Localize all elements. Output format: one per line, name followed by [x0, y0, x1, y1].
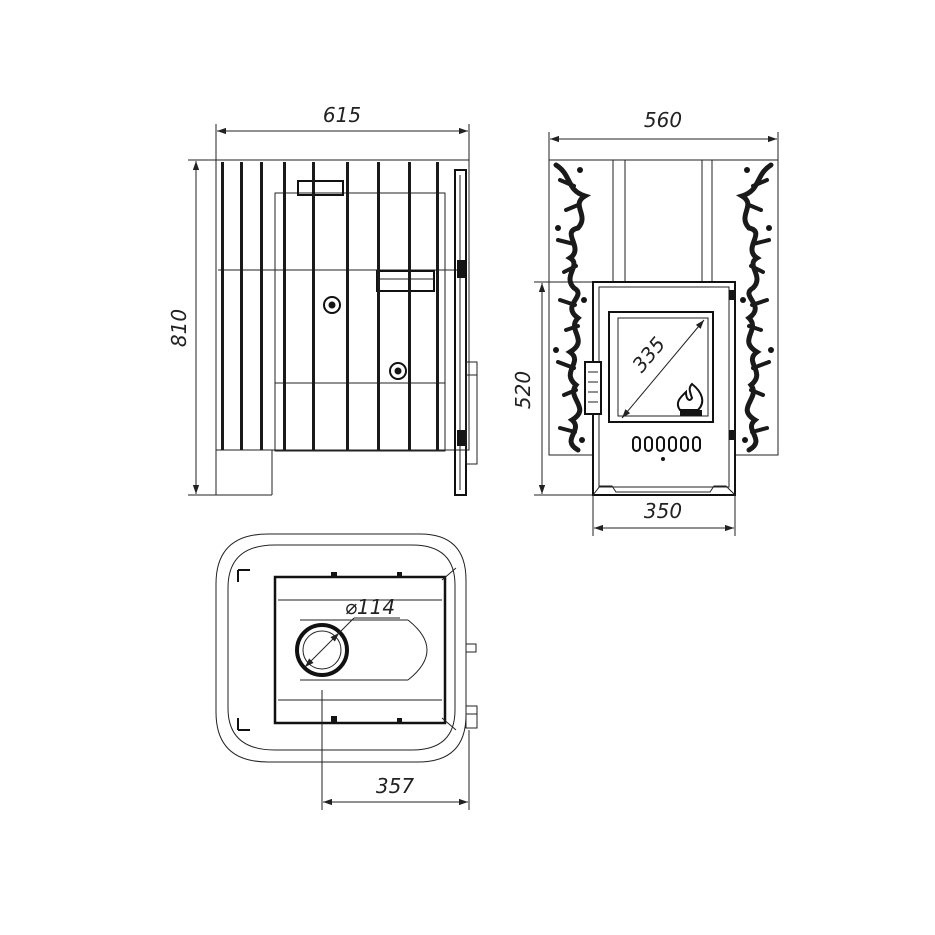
front-right-ornament: [735, 162, 774, 453]
front-door: [584, 281, 736, 496]
door-handle: [584, 361, 602, 415]
dimension-label-357: 357: [376, 774, 414, 798]
door-vent-slots: [632, 436, 701, 461]
side-grille-bars: [221, 162, 439, 450]
dimension-label-520: 520: [511, 371, 535, 409]
top-side-fittings: [465, 643, 478, 729]
top-view: ⌀114 357: [215, 533, 478, 810]
dimension-door-width: 350: [592, 495, 736, 536]
dimension-label-560: 560: [644, 108, 682, 132]
dimension-side-width: 615: [215, 103, 470, 160]
side-top-collar: [297, 180, 344, 196]
dimension-label-810: 810: [167, 309, 191, 347]
side-door-edge: [454, 169, 478, 496]
dimension-label-350: 350: [644, 499, 682, 523]
side-view: 615 810: [167, 103, 478, 496]
dimension-front-height: 520: [511, 281, 593, 496]
side-bolt-upper: [323, 296, 341, 314]
front-left-ornament: [553, 162, 592, 453]
side-bracket: [376, 270, 435, 292]
side-body-outline: [215, 159, 470, 451]
dimension-side-height: 810: [167, 159, 272, 496]
dimension-front-width: 560: [548, 108, 779, 160]
dimension-label-flue-diameter: ⌀114: [345, 595, 395, 619]
top-outer-outline: [215, 533, 467, 763]
dimension-top-offset: 357: [321, 690, 470, 810]
flue-circle: [295, 617, 400, 677]
front-view: 560 520: [511, 108, 779, 536]
side-bolt-lower: [389, 362, 407, 380]
dimension-label-615: 615: [323, 103, 361, 127]
side-inner-body: [274, 192, 446, 452]
